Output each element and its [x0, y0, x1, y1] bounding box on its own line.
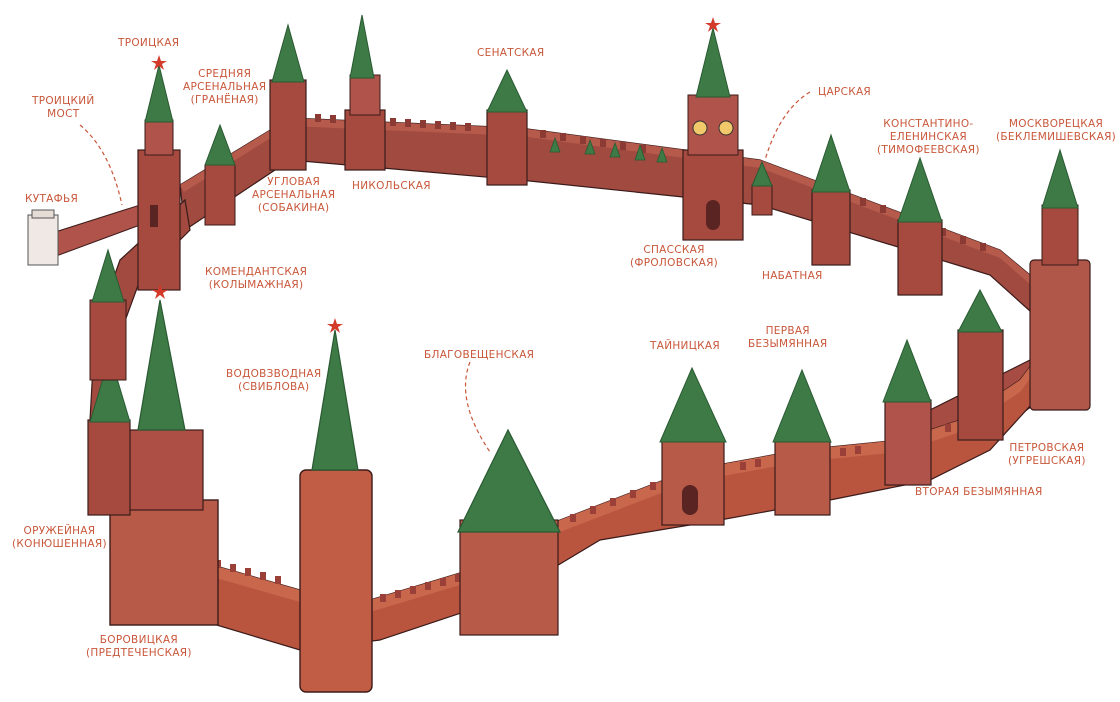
nabatnaya-tower — [811, 133, 851, 266]
label-taynitskaya: ТАЙНИЦКАЯ — [650, 340, 720, 352]
label-nikolskaya: НИКОЛЬСКАЯ — [352, 180, 431, 192]
spasskaya-tower — [682, 17, 744, 241]
pervaya-bezymyannaya-tower — [772, 368, 832, 516]
label-spasskaya: СПАССКАЯ(ФРОЛОВСКАЯ) — [630, 244, 719, 269]
blagoveshchenskaya-tower — [457, 428, 561, 636]
label-nabatnaya: НАБАТНАЯ — [762, 270, 823, 282]
nikolskaya-tower — [344, 14, 386, 171]
borovitskaya-tower — [109, 284, 219, 626]
troitskaya-tower — [137, 55, 181, 291]
label-blagoveshchenskaya: БЛАГОВЕЩЕНСКАЯ — [424, 349, 535, 361]
vodovzvodnaya-tower — [299, 318, 373, 693]
label-vtoraya-bezymyannaya: ВТОРАЯ БЕЗЫМЯННАЯ — [915, 486, 1043, 498]
taynitskaya-tower — [659, 366, 727, 526]
label-moskvoretskaya: МОСКВОРЕЦКАЯ(БЕКЛЕМИШЕВСКАЯ) — [996, 118, 1117, 143]
left-middle-tower — [89, 248, 127, 381]
label-petrovskaya: ПЕТРОВСКАЯ(УГРЕШСКАЯ) — [1008, 442, 1086, 467]
tsarskaya-tower — [751, 160, 773, 216]
oruzheynaya-tower — [87, 353, 131, 516]
moskvoretskaya-tower — [1029, 148, 1091, 411]
srednyaya-arsenalnaya-tower — [269, 23, 307, 171]
label-troitskaya: ТРОИЦКАЯ — [118, 37, 180, 49]
senatskaya-tower — [486, 68, 528, 186]
pointer-lines — [79, 91, 811, 453]
label-kutafya: КУТАФЬЯ — [25, 193, 79, 205]
label-oruzheynaya: ОРУЖЕЙНАЯ(КОНЮШЕННАЯ) — [12, 525, 107, 550]
label-komendantskaya: КОМЕНДАНТСКАЯ(КОЛЫМАЖНАЯ) — [205, 266, 308, 291]
label-vodovzvodnaya: ВОДОВЗВОДНАЯ(СВИБЛОВА) — [226, 368, 322, 393]
label-tsarskaya: ЦАРСКАЯ — [818, 86, 872, 98]
komendantskaya-tower — [204, 123, 236, 226]
konstantino-eleninskaya-tower — [897, 156, 943, 296]
label-senatskaya: СЕНАТСКАЯ — [477, 47, 545, 59]
vtoraya-bezymyannaya-tower — [882, 338, 932, 486]
label-konstantino-eleninskaya: КОНСТАНТИНО-ЕЛЕНИНСКАЯ(ТИМОФЕЕВСКАЯ) — [877, 118, 980, 156]
label-borovitskaya: БОРОВИЦКАЯ(ПРЕДТЕЧЕНСКАЯ) — [86, 634, 192, 659]
petrovskaya-tower — [957, 288, 1004, 441]
